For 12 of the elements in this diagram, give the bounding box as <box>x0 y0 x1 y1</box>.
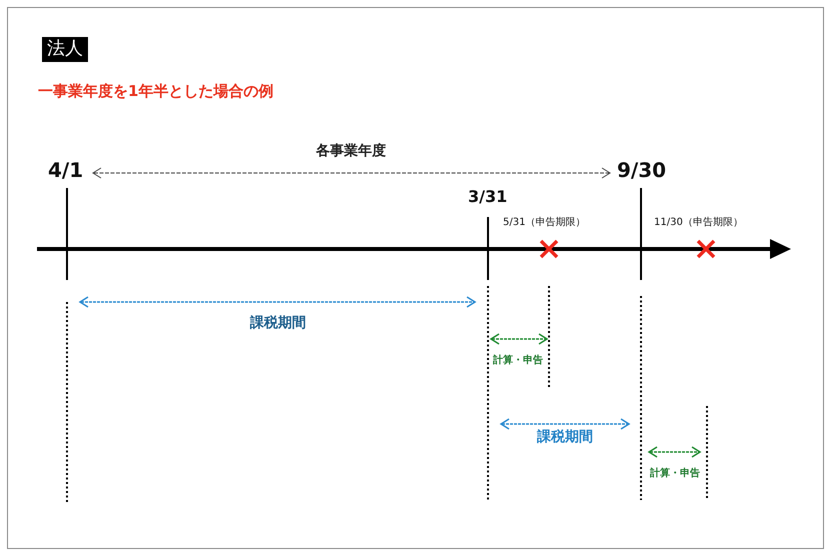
title-heading: 法人 <box>42 37 88 62</box>
period-label: 計算・申告 <box>493 355 543 366</box>
period-label: 計算・申告 <box>650 468 700 480</box>
date-label: 9/30 <box>617 159 666 182</box>
deadline-label: 11/30（申告期限） <box>654 217 743 228</box>
period-label: 課税期間 <box>250 315 306 332</box>
period-label: 課税期間 <box>537 429 593 446</box>
subtitle: 一事業年度を1年半とした場合の例 <box>38 83 274 100</box>
period-label: 各事業年度 <box>316 143 386 160</box>
date-label: 3/31 <box>468 188 508 206</box>
deadline-label: 5/31（申告期限） <box>503 217 586 228</box>
date-label: 4/1 <box>48 159 84 182</box>
